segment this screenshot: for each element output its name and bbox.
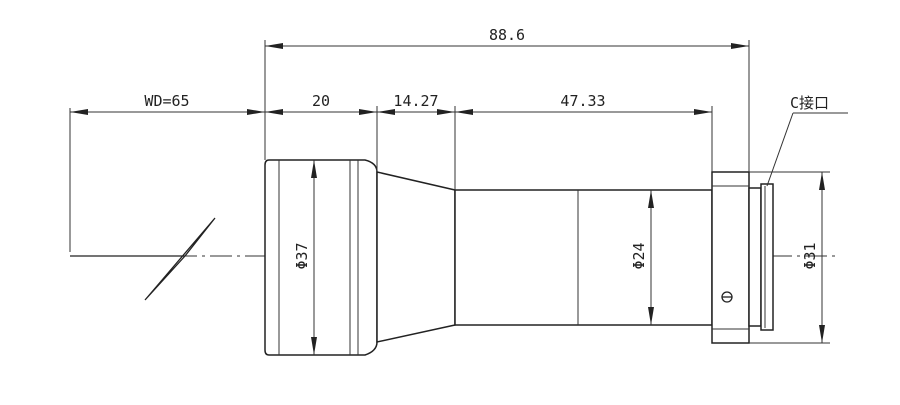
dim-front-diameter (311, 160, 317, 355)
mount-diameter-label: Φ31 (801, 242, 819, 269)
barrel-diameter-label: Φ24 (630, 242, 648, 269)
dim-rear-section (455, 109, 712, 115)
front-section-label: 20 (312, 92, 330, 110)
working-distance-label: WD=65 (144, 92, 189, 110)
dim-mount-diameter (819, 172, 825, 343)
taper-section (376, 171, 456, 343)
screw-head-icon (721, 291, 733, 303)
rear-section-label: 47.33 (560, 92, 605, 110)
c-mount-label: C接口 (790, 94, 829, 112)
taper-section-label: 14.27 (393, 92, 438, 110)
break-line (70, 217, 216, 301)
dim-taper-section (377, 109, 472, 115)
dim-working-distance (70, 109, 265, 115)
overall-length-label: 88.6 (489, 26, 525, 44)
dim-overall-length (265, 43, 749, 49)
dim-barrel-diameter (648, 190, 654, 325)
c-mount-thread (760, 183, 774, 331)
mount-flange (711, 171, 750, 344)
front-barrel (264, 159, 378, 356)
dim-front-section (265, 109, 377, 115)
front-diameter-label: Φ37 (293, 242, 311, 269)
c-mount-leader (766, 112, 848, 187)
rear-barrel (454, 189, 713, 326)
c-mount-collar (748, 187, 762, 327)
